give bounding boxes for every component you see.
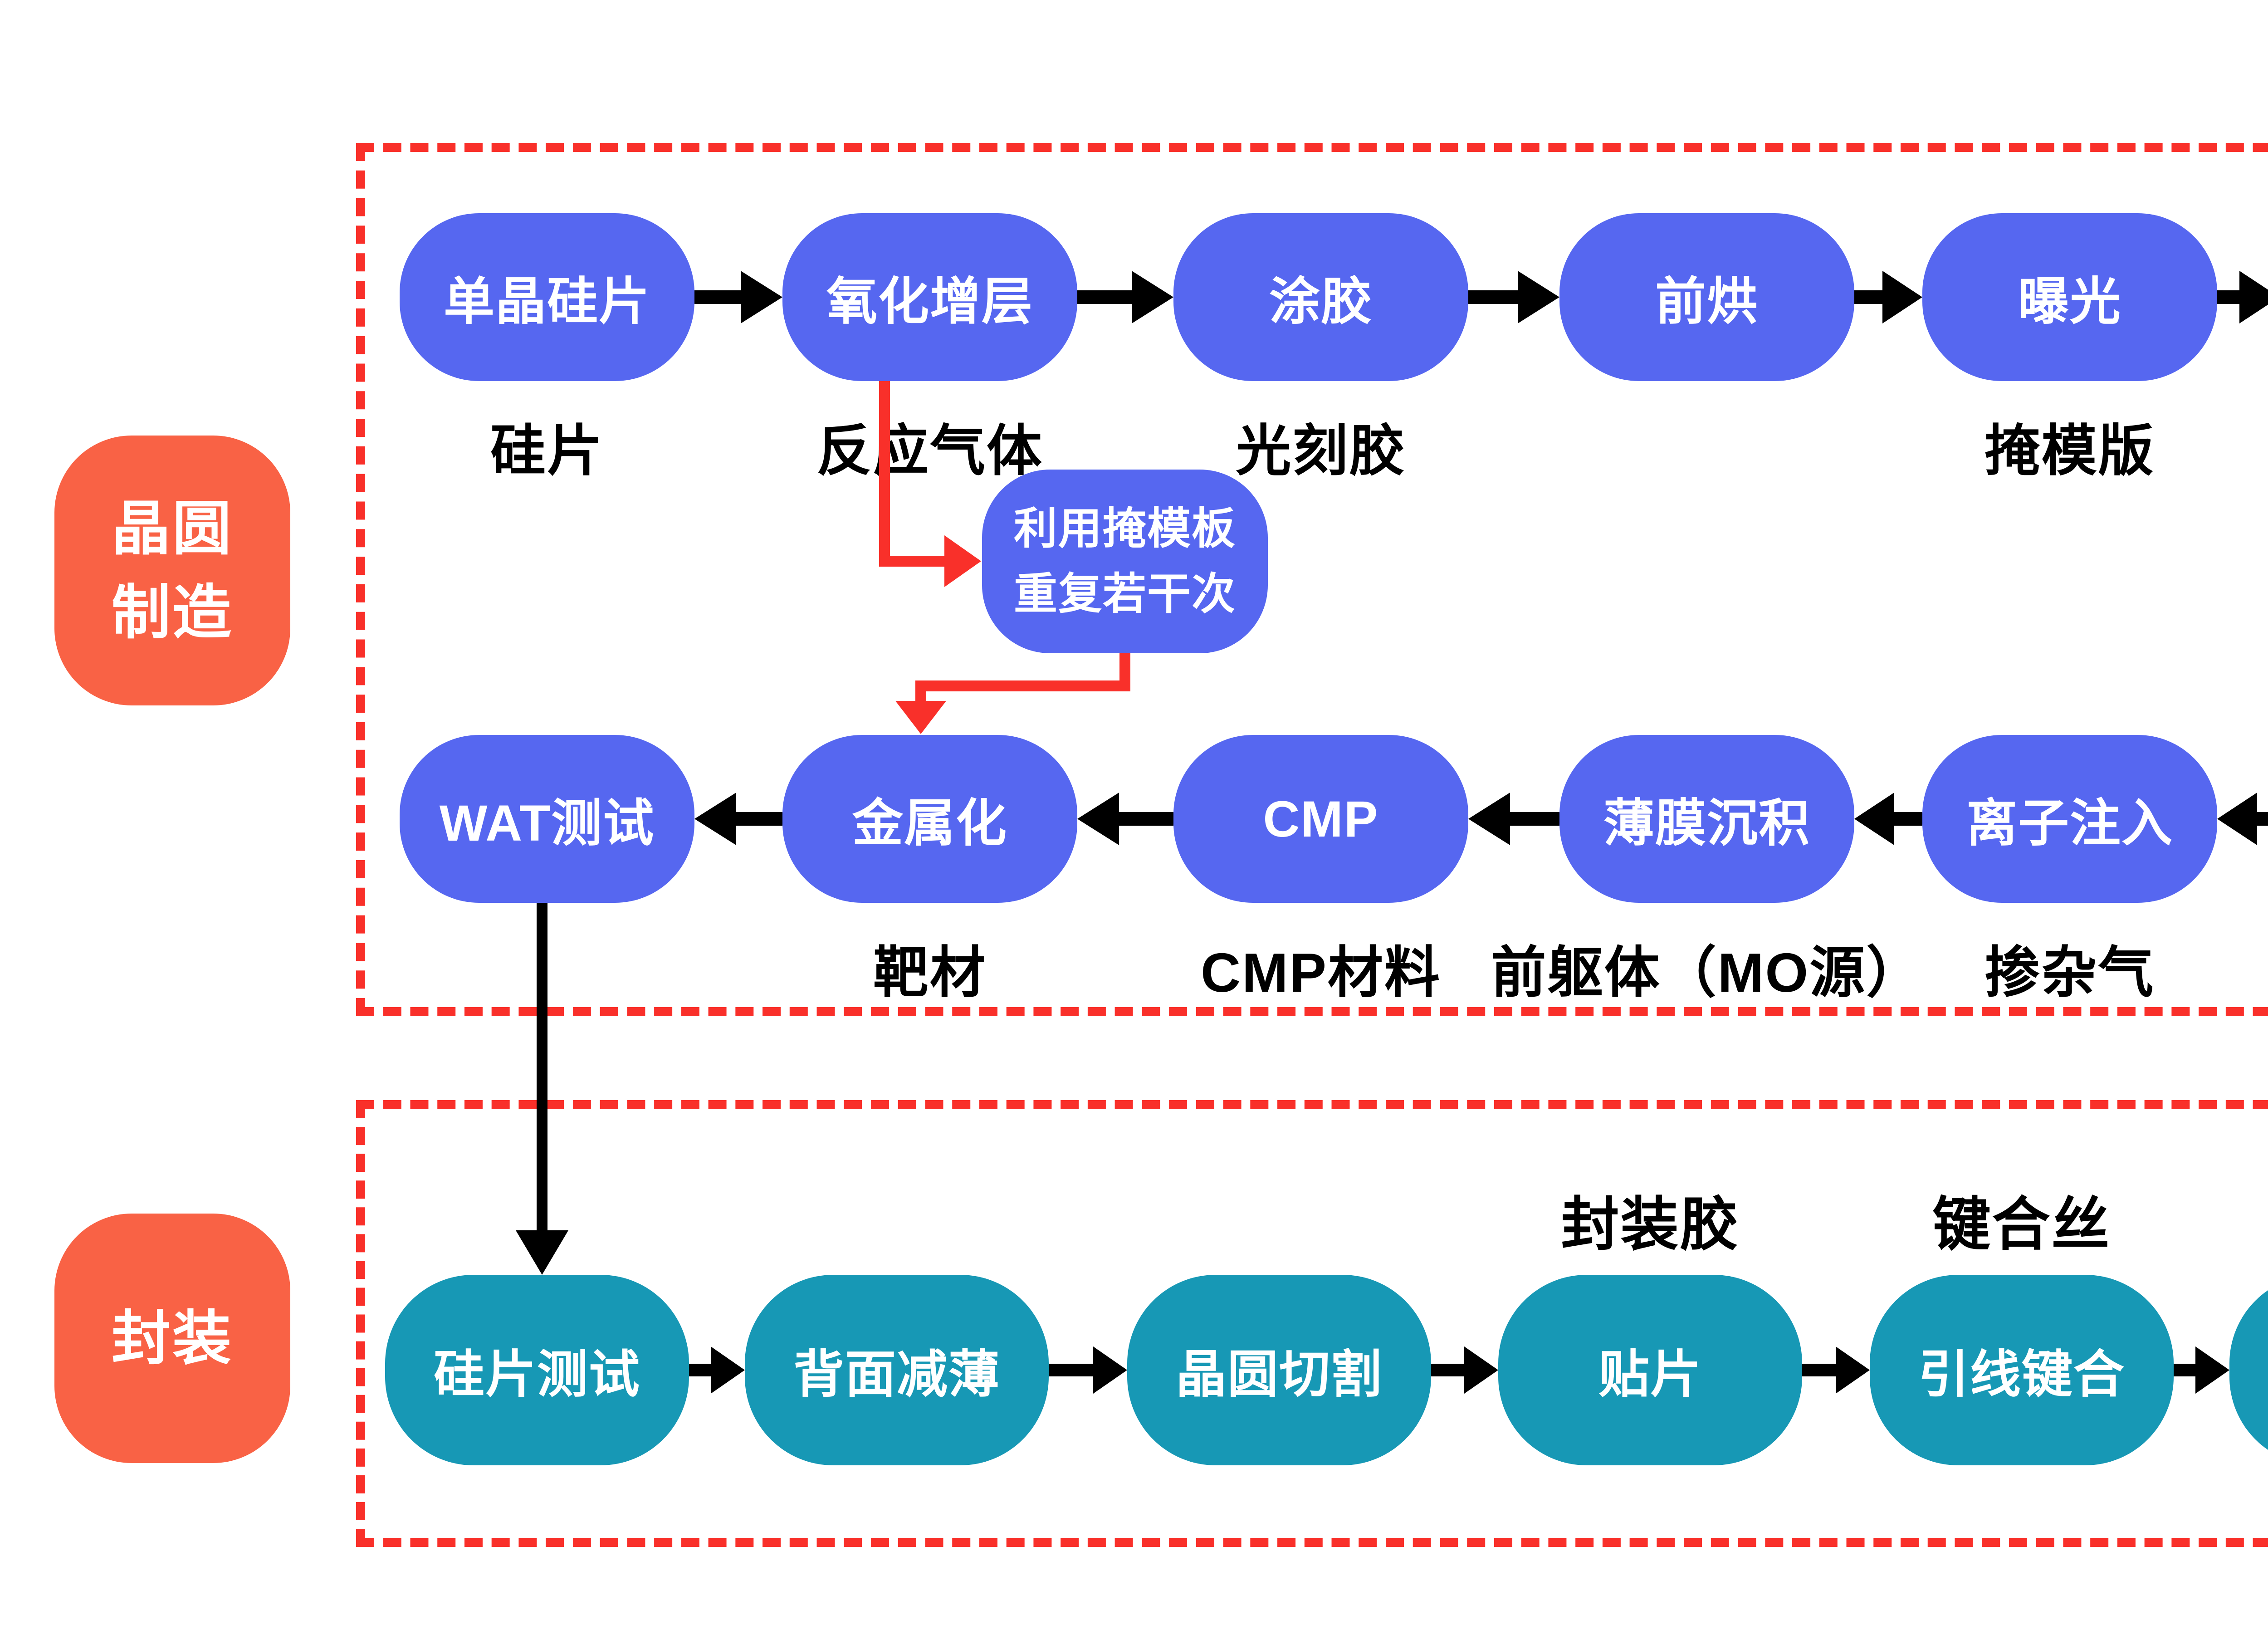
step-prebake: 前烘 [1559,213,1854,381]
arrow-right-icon [2174,1346,2229,1394]
arrow-right-icon [2217,271,2268,323]
label-bonding-wire: 键合丝 [1932,1192,2111,1257]
arrow-right-icon [1854,271,1922,323]
step-thin-film-deposition: 薄膜沉积 [1559,735,1854,903]
arrow-right-icon [1802,1346,1870,1394]
red-arrowhead-right-icon [944,535,981,587]
step-label: CMP [1263,790,1379,847]
step-label: 前烘 [1655,273,1759,330]
step-label: 离子注入 [1966,795,2173,852]
step-label: 引线键合 [1918,1346,2125,1403]
label-precursor-mo-source: 前躯体（MO源） [1491,942,1923,1004]
red-connector-note-to-metallization [915,652,1130,702]
step-label: 硅片测试 [434,1346,640,1403]
step-label: 单晶硅片 [444,273,650,330]
step-die-attach: 贴片 [1498,1275,1802,1465]
step-wafer-test: 硅片测试 [385,1275,689,1465]
arrow-left-icon [1468,793,1559,845]
badge-wafer-line2: 制造 [111,579,233,646]
arrow-left-icon [2217,793,2268,845]
arrow-left-icon [694,793,782,845]
arrow-right-icon [689,1346,745,1394]
red-connector-oxidation-to-note [879,381,946,567]
label-target-material: 靶材 [873,942,987,1004]
row1-forward-arrows [694,271,2268,323]
note-repeat-with-mask: 利用掩模板 重复若干次 [982,470,1268,653]
step-label: 晶圆切割 [1176,1346,1383,1403]
step-label: 金属化 [852,795,1007,852]
label-dopant-gas: 掺杂气 [1984,942,2155,1004]
label-photoresist: 光刻胶 [1236,420,1406,482]
arrow-left-icon [1077,793,1173,845]
step-label: 氧化增层 [826,273,1033,330]
step-wat-test: WAT测试 [400,735,694,903]
badge-wafer-fabrication: 晶圆 制造 [54,436,290,705]
loop-connectors [879,381,1130,734]
badge-packaging-line1: 封装 [111,1305,233,1371]
step-label: 薄膜沉积 [1603,795,1810,852]
step-label: 涂胶 [1269,273,1373,330]
note-line1: 利用掩模板 [1014,504,1236,553]
badge-wafer-line1: 晶圆 [111,495,233,562]
arrow-right-icon [1077,271,1173,323]
step-label: 曝光 [2018,273,2121,330]
arrow-down-wat-to-wafer-test [516,903,568,1275]
badge-packaging: 封装 [54,1214,290,1463]
packaging-boundary [356,1100,2268,1547]
arrow-right-icon [1431,1346,1498,1394]
arrow-right-icon [1049,1346,1127,1394]
step-wire-bonding: 引线键合 [1870,1275,2174,1465]
step-exposure: 曝光 [1922,213,2217,381]
step-label: 贴片 [1598,1346,1702,1403]
red-arrowhead-down-icon [895,701,946,734]
row2-backward-arrows [694,793,2268,845]
step-metallization: 金属化 [782,735,1077,903]
label-cmp-material: CMP材料 [1200,942,1442,1004]
step-oxidation: 氧化增层 [782,213,1077,381]
label-mask-plate: 掩模版 [1984,420,2155,482]
arrow-right-icon [1468,271,1559,323]
step-label: WAT测试 [439,795,655,852]
label-reaction-gas: 反应气体 [816,420,1043,482]
step-single-crystal-wafer: 单晶硅片 [400,213,694,381]
note-line2: 重复若干次 [1014,569,1236,618]
arrow-left-icon [1854,793,1922,845]
step-cmp: CMP [1173,735,1468,903]
arrow-right-icon [694,271,782,323]
step-ion-implantation: 离子注入 [1922,735,2217,903]
step-label: 背面减薄 [793,1346,1000,1403]
wafer-fab-boundary [356,143,2268,1016]
step-backside-thinning: 背面减薄 [745,1275,1049,1465]
label-package-adhesive: 封装胶 [1561,1192,1740,1257]
row3-forward-arrows [689,1346,2229,1394]
label-silicon-wafer: 硅片 [490,420,604,482]
step-resist-coating: 涂胶 [1173,213,1468,381]
step-wafer-dicing: 晶圆切割 [1127,1275,1431,1465]
